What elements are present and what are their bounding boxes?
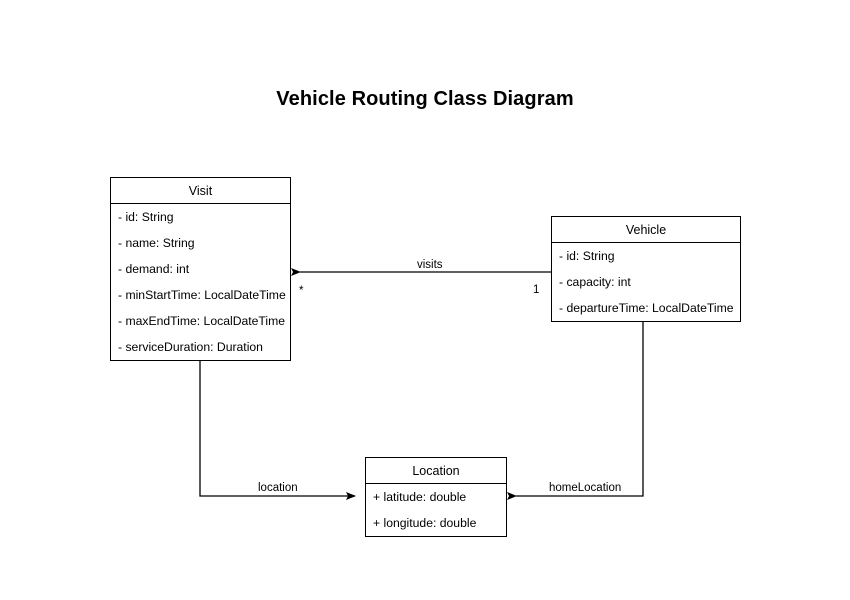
class-box-location[interactable]: Location + latitude: double + longitude:… xyxy=(365,457,507,537)
edge-label-homelocation: homeLocation xyxy=(546,482,625,494)
edge-homelocation xyxy=(507,322,644,500)
attribute-row: + longitude: double xyxy=(373,516,477,530)
attribute-row: - serviceDuration: Duration xyxy=(118,340,263,354)
class-name-visit: Visit xyxy=(111,178,290,204)
attribute-row: - name: String xyxy=(118,236,195,250)
class-name-location: Location xyxy=(366,458,506,484)
attribute-row: - departureTime: LocalDateTime xyxy=(559,301,734,315)
class-box-visit[interactable]: Visit - id: String - name: String - dema… xyxy=(110,177,291,361)
page-title: Vehicle Routing Class Diagram xyxy=(276,88,574,110)
edge-label-visits: visits xyxy=(414,259,446,271)
attribute-row: - demand: int xyxy=(118,262,190,276)
edge-location-line xyxy=(199,361,356,500)
edge-label-location: location xyxy=(255,482,301,494)
edge-location xyxy=(199,361,356,500)
class-name-vehicle: Vehicle xyxy=(552,217,740,243)
attribute-row: - id: String xyxy=(118,210,174,224)
attribute-row: - maxEndTime: LocalDateTime xyxy=(118,314,286,328)
attribute-list-visit: - id: String - name: String - demand: in… xyxy=(111,204,290,360)
attribute-row: - minStartTime: LocalDateTime xyxy=(118,288,286,302)
edge-homelocation-line xyxy=(507,322,644,500)
attribute-row: - id: String xyxy=(559,249,615,263)
class-box-vehicle[interactable]: Vehicle - id: String - capacity: int - d… xyxy=(551,216,741,322)
multiplicity-vehicle-side: 1 xyxy=(533,284,540,296)
attribute-list-vehicle: - id: String - capacity: int - departure… xyxy=(552,243,740,321)
attribute-row: - capacity: int xyxy=(559,275,631,289)
attribute-list-location: + latitude: double + longitude: double xyxy=(366,484,506,536)
multiplicity-visit-side: * xyxy=(299,285,304,297)
attribute-row: + latitude: double xyxy=(373,490,467,504)
